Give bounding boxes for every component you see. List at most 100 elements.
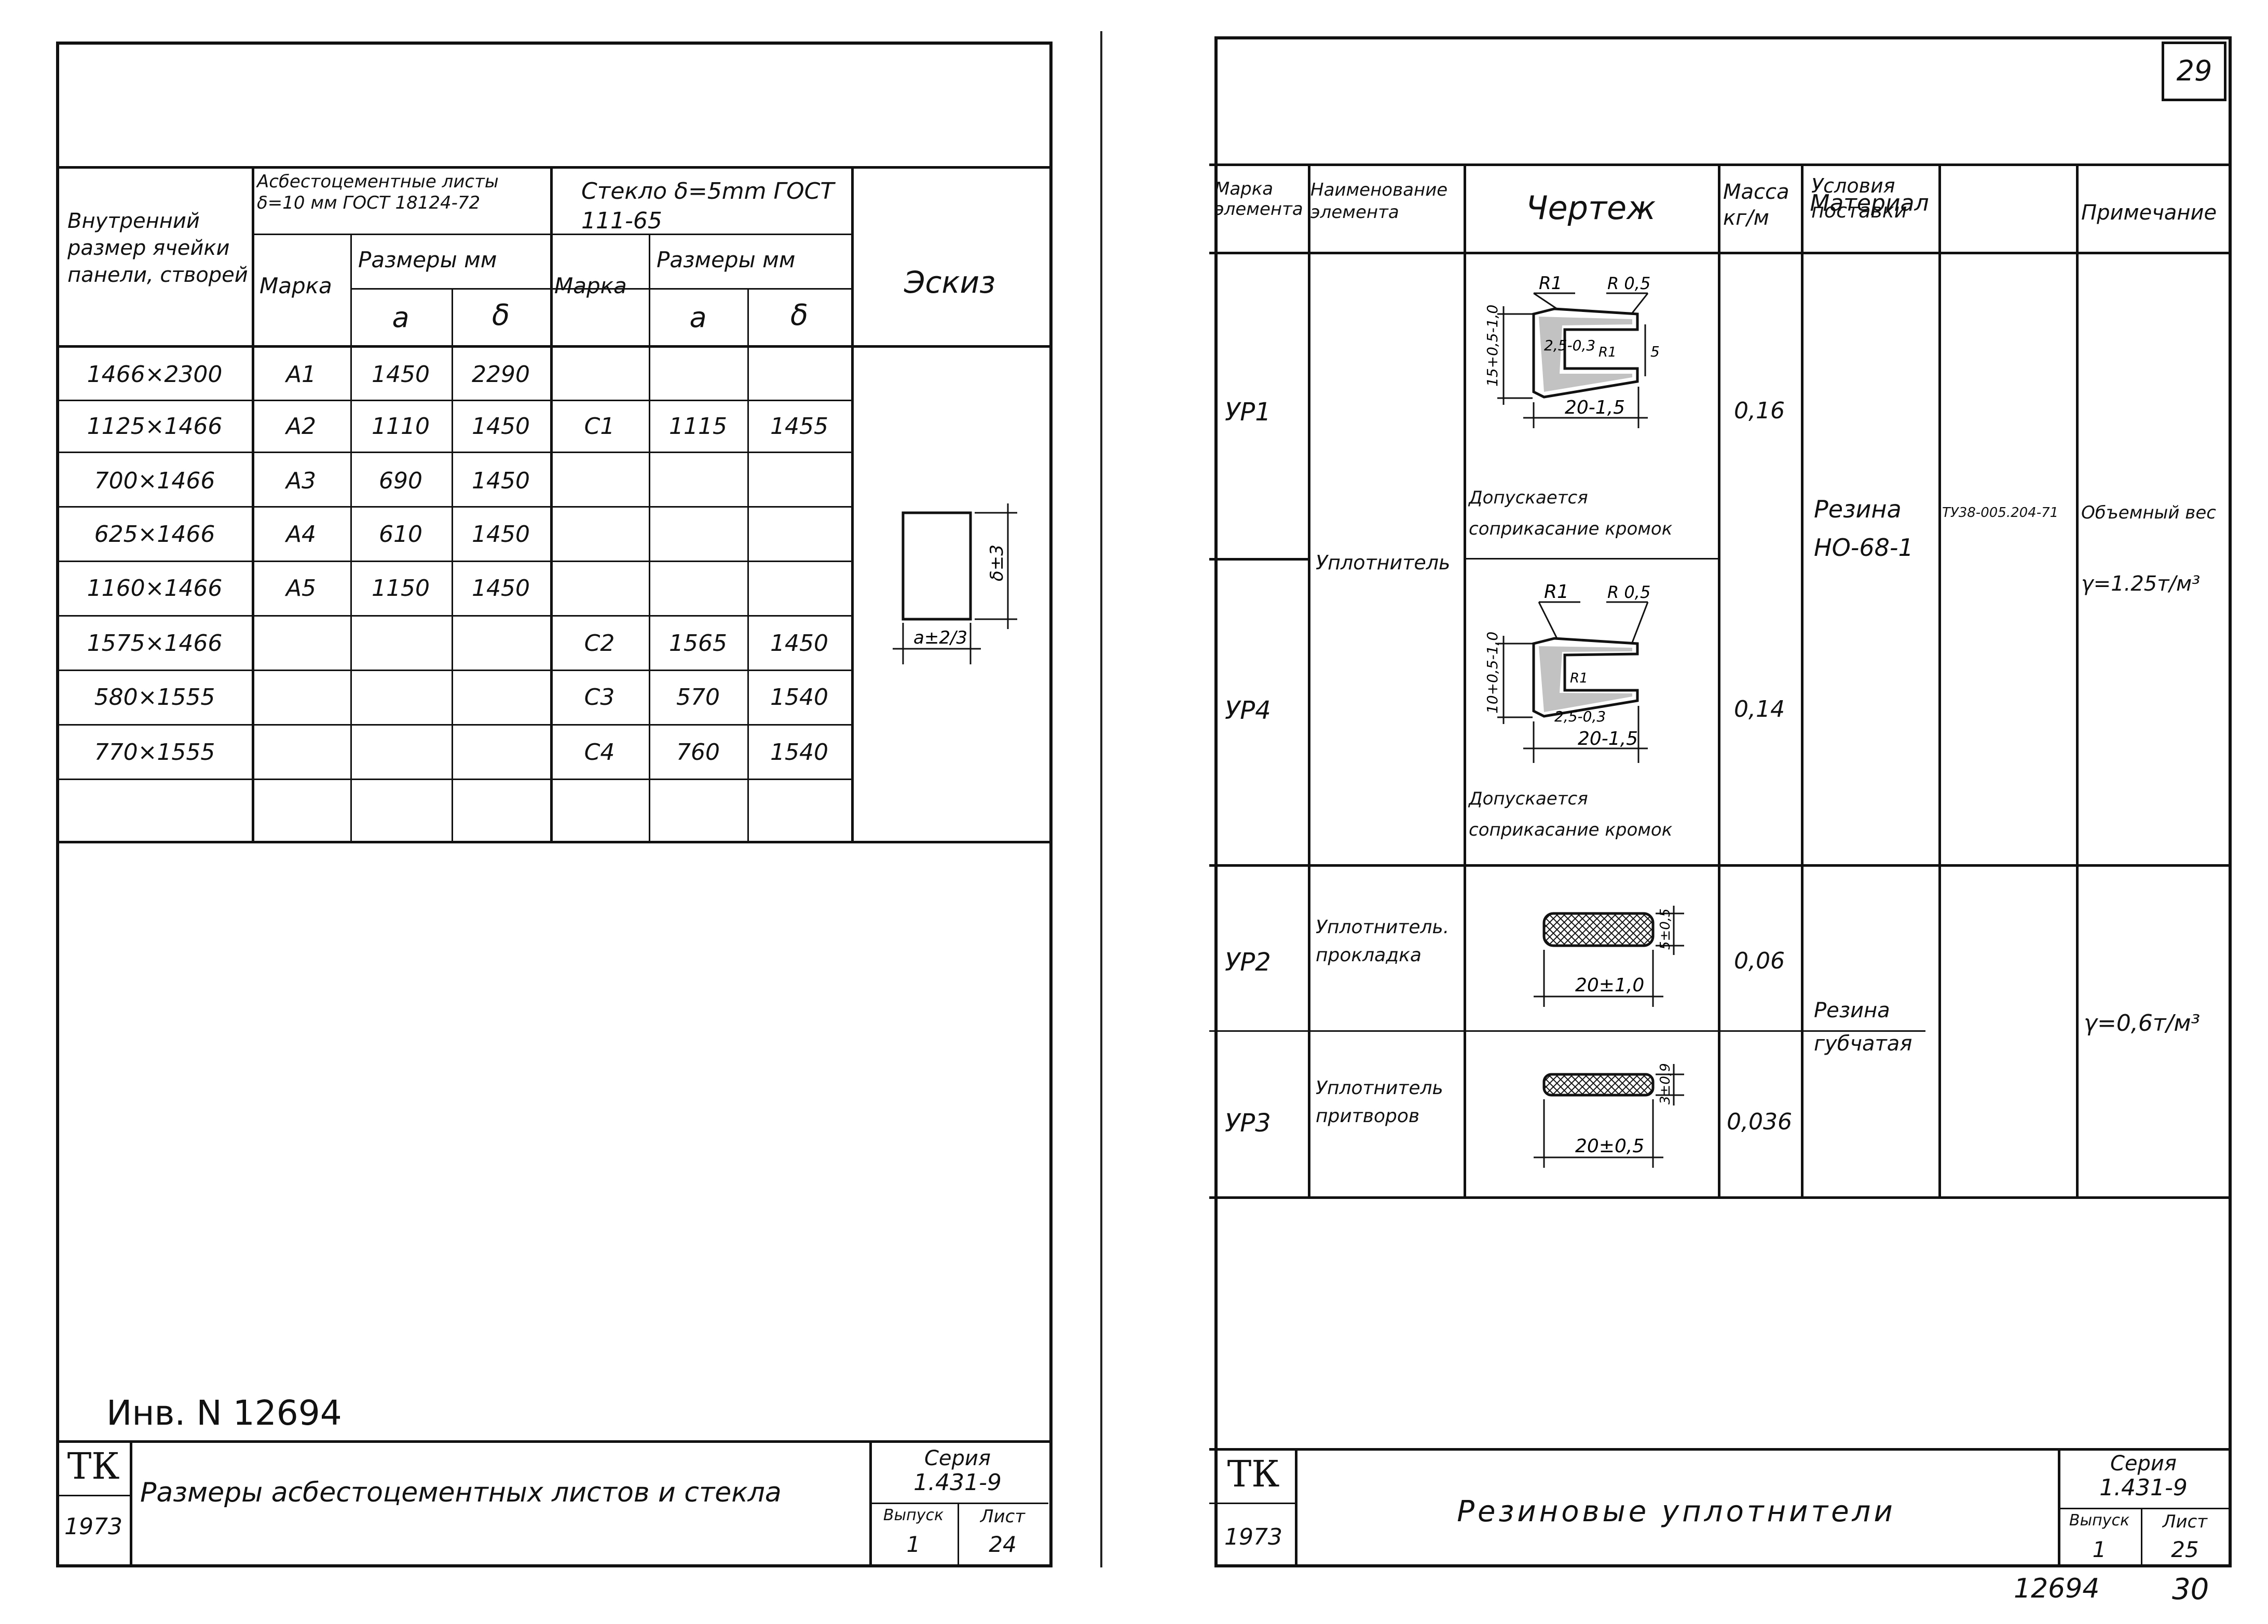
ur1-r1: R1 [1539,273,1562,294]
table-cell: 2290 [472,361,530,388]
table-cell: 1540 [770,739,828,766]
table-cell: C1 [584,413,615,440]
header-glass: Стекло δ=5mm ГОСТ 111-65 [581,178,835,235]
table-cell: 625×1466 [94,521,215,548]
header-mark-glass: Марка [554,273,627,298]
left-series: 1.431-9 [913,1469,1002,1496]
mass-ur1: 0,16 [1734,398,1785,424]
mass-ur2: 0,06 [1734,948,1785,974]
note-gamma-2: γ=0,6т/м³ [2084,1010,2201,1036]
table-cell: 1110 [372,413,430,440]
table-cell: 580×1555 [94,684,215,711]
table-cell: A3 [285,468,317,494]
left-year: 1973 [64,1513,122,1540]
right-org: ТК [1227,1453,1280,1495]
page-number: 29 [2176,54,2212,87]
mass-ur4: 0,14 [1734,696,1785,722]
ur3-height: 3±0,9 [1658,1063,1673,1104]
header-mark-asbestos: Марка [259,273,332,298]
right-series: 1.431-9 [2099,1475,2188,1501]
right-sheet-label: Лист [2162,1511,2208,1532]
drawing-ur2: 20±1,0 5±0,5 [1534,906,1684,1007]
header-drawing: Чертеж [1525,189,1656,227]
header-a-glass: a [689,301,707,334]
note-bulk-density: Объемный вес [2081,502,2216,523]
ur4-height: 10+0,5-1,0 [1484,632,1501,714]
table-cell: A2 [285,413,317,440]
table-cell: 1450 [472,468,530,494]
left-org: ТК [67,1445,120,1487]
header-sizes-asbestos: Размеры мм [358,247,497,272]
ur4-base: 20-1,5 [1578,728,1638,749]
right-issue: 1 [2092,1537,2107,1562]
table-cell: 1450 [770,630,828,657]
left-series-label: Серия [924,1446,991,1470]
footer-inventory: 12694 [2014,1573,2100,1604]
ur1-r1b: R1 [1598,345,1617,360]
table-cell: 1540 [770,684,828,711]
ur1-wall: 2,5-0,3 [1544,337,1595,354]
ur1-r05: R 0,5 [1607,274,1650,293]
table-cell: 700×1466 [94,468,215,494]
header-b-asbestos: δ [491,298,510,332]
table-cell: A5 [285,575,317,602]
sketch-dim-b: δ±3 [987,544,1007,581]
mark-ur4: УР4 [1225,696,1271,725]
name-ur3: Уплотнитель притворов [1316,1077,1443,1127]
header-mass: Масса кг/м [1723,180,1789,230]
table-cell: 1565 [669,630,727,657]
footer-page: 30 [2172,1573,2209,1606]
right-year: 1973 [1224,1524,1282,1550]
table-cell: 770×1555 [94,739,215,766]
ur1-base: 20-1,5 [1565,397,1625,418]
header-supply: Условия поставки [1811,174,1907,222]
table-cell: 1125×1466 [87,413,223,440]
ur4-wall: 2,5-0,3 [1554,708,1606,725]
ur1-height: 15+0,5-1,0 [1484,305,1501,387]
page-number-box [2162,42,2226,101]
ur1-s: 5 [1650,343,1660,360]
left-issue: 1 [906,1532,921,1557]
name-group-sealant: Уплотнитель [1316,551,1451,574]
left-sheet-number: 24 [989,1532,1017,1557]
ur2-height: 5±0,5 [1658,908,1673,950]
note-ur4-contact: Допускается соприкасание кромок [1469,788,1673,840]
mass-ur3: 0,036 [1727,1109,1792,1135]
drawing-ur1: R1 R 0,5 15+0,5-1,0 2,5-0,3 R1 5 20-1,5 [1484,273,1660,428]
table-cell: C2 [584,630,615,657]
supply-spec: ТУ38-005.204-71 [1942,505,2059,521]
header-b-glass: δ [790,298,809,332]
inventory-number: Инв. N 12694 [106,1393,342,1433]
table-cell: 610 [379,521,422,548]
table-cell: C3 [584,684,615,711]
table-cell: A4 [285,521,317,548]
table-cell: 1160×1466 [87,575,223,602]
material-rubber-ho68: Резина НО-68-1 [1814,495,1914,562]
table-cell: 1455 [770,413,828,440]
sketch-dim-a: a±2/3 [913,627,967,648]
ur4-r05: R 0,5 [1607,582,1650,602]
mark-ur1: УР1 [1225,398,1271,427]
table-cell: 1450 [372,361,430,388]
header-asbestos: Асбестоцементные листы δ=10 мм ГОСТ 1812… [257,171,499,213]
table-cell: 690 [379,468,422,494]
table-cell: 1466×2300 [87,361,223,388]
table-cell: 760 [676,739,720,766]
drawing-ur4: R1 R 0,5 10+0,5-1,0 R1 2,5-0,3 20-1,5 [1484,581,1650,763]
header-mark-element: Марка элемента [1214,179,1303,220]
ur4-r1b: R1 [1570,671,1588,686]
table-cell: A1 [285,361,317,388]
header-sizes-glass: Размеры мм [657,247,796,272]
table-cell: 1575×1466 [87,630,223,657]
table-cell: 1450 [472,575,530,602]
table-cell: 570 [676,684,720,711]
left-sheet-title: Размеры асбестоцементных листов и стекла [140,1477,782,1508]
page-fold-line [1100,31,1102,1567]
right-series-label: Серия [2110,1452,2177,1476]
table-cell: 1450 [472,413,530,440]
right-issue-label: Выпуск [2069,1511,2130,1530]
ur4-r1: R1 [1544,581,1569,603]
header-a-asbestos: a [392,301,409,334]
note-ur1-contact: Допускается соприкасание кромок [1469,487,1673,539]
right-sheet-title: Резиновые уплотнители [1457,1495,1896,1529]
